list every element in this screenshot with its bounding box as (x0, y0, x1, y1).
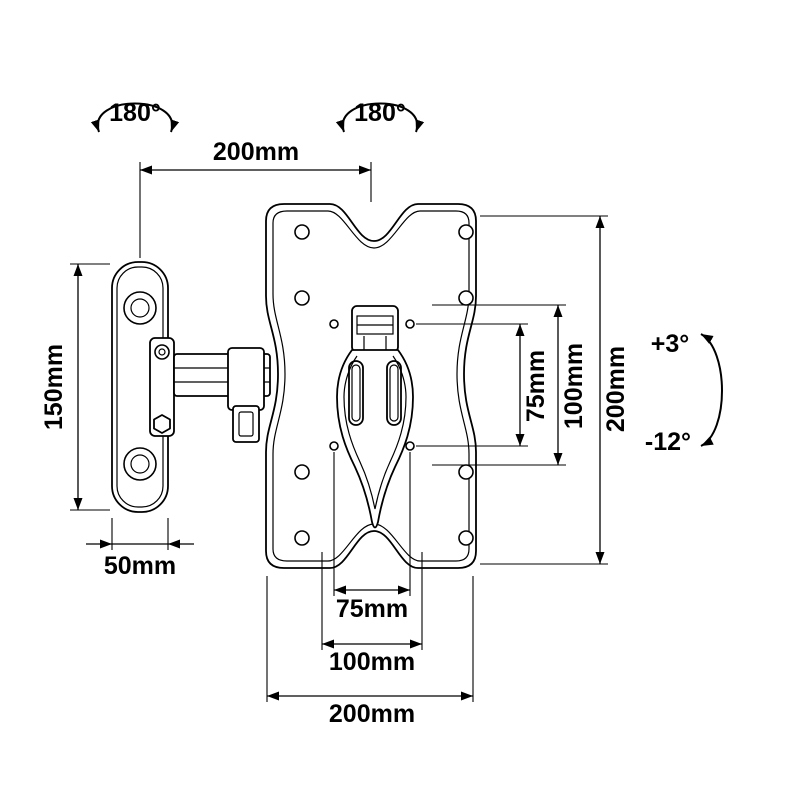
swivel-arrow-icon (90, 102, 180, 133)
vesa-hole (458, 290, 474, 306)
dim-wall-width: 50mm (86, 518, 194, 580)
vesa-hole-small (405, 319, 415, 329)
swivel-right-label: 180° (354, 99, 406, 127)
dim-right-75: 75mm (416, 323, 550, 447)
bracket-head (351, 305, 399, 353)
bracket-slot-left (348, 360, 364, 426)
dim-right-100: 100mm (432, 304, 588, 466)
swivel-indicator-left: 180° (90, 99, 180, 133)
vesa-hole (458, 464, 474, 480)
tilt-arrow-icon (700, 333, 723, 447)
vesa-hole (294, 530, 310, 546)
vesa-hole-small (405, 441, 415, 451)
dim-right-100-label: 100mm (560, 343, 588, 429)
bracket-slot-left-inner (351, 364, 361, 422)
wall-screw-hole-top-inner (130, 298, 150, 318)
arm-hook-slot (238, 411, 254, 437)
vesa-hole (294, 224, 310, 240)
vesa-hole (458, 224, 474, 240)
pivot-bolt-inner (158, 348, 166, 356)
swivel-left-label: 180° (109, 99, 161, 127)
pivot-hex-nut (153, 414, 171, 434)
bracket-body-inner (343, 355, 407, 510)
tilt-indicator: +3° -12° (645, 330, 723, 456)
tilt-up-label: +3° (651, 330, 690, 358)
vesa-hole-small (329, 319, 339, 329)
dim-bottom-75-label: 75mm (336, 595, 408, 623)
tilt-down-label: -12° (645, 428, 691, 456)
pivot-bolt (154, 344, 170, 360)
bracket-slot-right-inner (389, 364, 399, 422)
bracket-body (336, 349, 414, 529)
dim-right-200: 200mm (480, 215, 630, 565)
dim-right-75-label: 75mm (522, 350, 550, 422)
vesa-hole (294, 290, 310, 306)
swivel-indicator-right: 180° (335, 99, 425, 133)
dim-wall-width-label: 50mm (104, 552, 176, 580)
dim-bottom-200: 200mm (266, 576, 474, 728)
wall-screw-hole-bottom-inner (130, 454, 150, 474)
dim-top-width: 200mm (139, 138, 372, 258)
bracket-slot-right (386, 360, 402, 426)
wall-screw-hole-bottom (123, 447, 157, 481)
dim-right-200-label: 200mm (602, 346, 630, 432)
swivel-arrow-icon (335, 102, 425, 133)
dim-wall-height: 150mm (40, 263, 110, 511)
vesa-hole-small (329, 441, 339, 451)
dim-bottom-100-label: 100mm (329, 648, 415, 676)
vesa-hole (294, 464, 310, 480)
dim-top-width-label: 200mm (213, 138, 299, 166)
dim-bottom-75: 75mm (333, 452, 411, 623)
wall-screw-hole-top (123, 291, 157, 325)
arm-joint (227, 347, 265, 411)
dim-bottom-100: 100mm (321, 552, 423, 676)
dim-bottom-200-label: 200mm (329, 700, 415, 728)
wall-plate (111, 261, 169, 513)
mounting-arm (149, 337, 271, 443)
dim-wall-height-label: 150mm (40, 344, 68, 430)
vesa-plate-inner-outline (272, 210, 470, 562)
tilt-bracket (336, 305, 414, 529)
vesa-hole (458, 530, 474, 546)
